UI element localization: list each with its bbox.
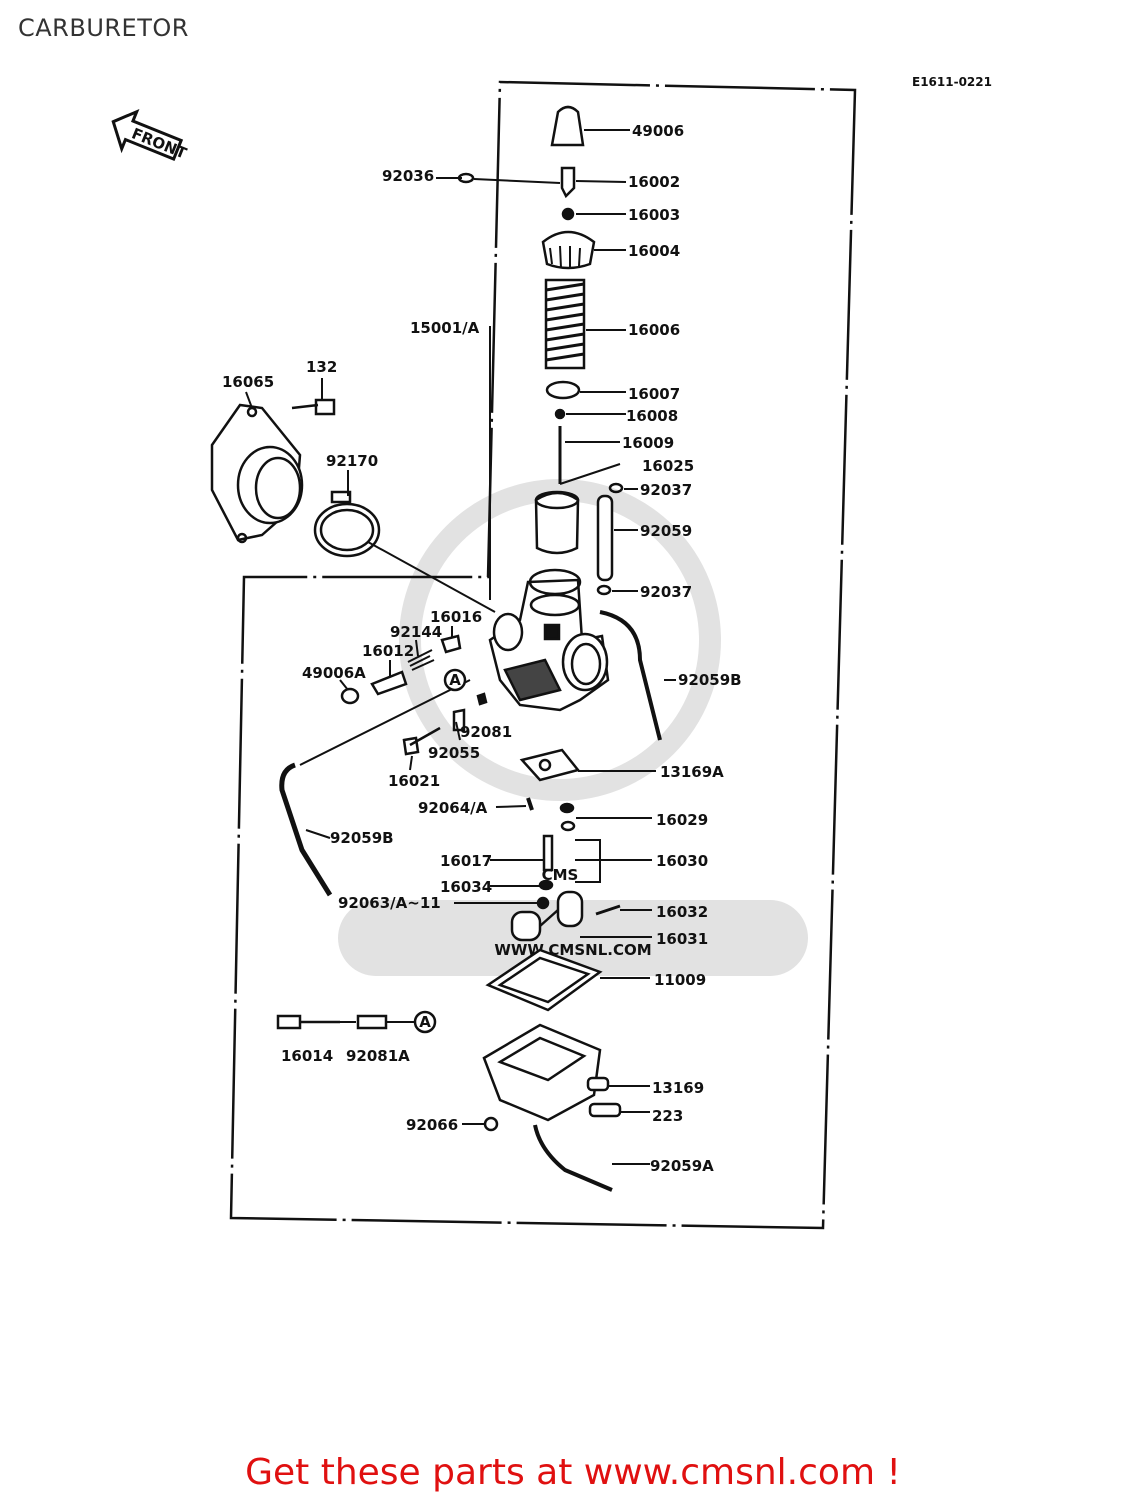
part-92081a-spring — [356, 1014, 388, 1030]
label-16017: 16017 — [440, 852, 492, 870]
leader-lines — [245, 129, 676, 1165]
label-92037-lower: 92037 — [640, 583, 692, 601]
diagram-code: E1611-0221 — [912, 75, 992, 89]
part-float-bowl — [482, 1023, 602, 1122]
part-92037-upper — [608, 482, 624, 494]
callout-labels: 49006 92036 16002 16003 16004 15001/A 16… — [222, 122, 742, 1175]
label-16012: 16012 — [362, 642, 414, 660]
label-49006: 49006 — [632, 122, 684, 140]
part-92081 — [476, 692, 488, 706]
part-11009-gasket — [485, 948, 603, 1012]
part-92055 — [452, 708, 466, 732]
label-16065: 16065 — [222, 373, 274, 391]
label-16031: 16031 — [656, 930, 708, 948]
part-16002 — [560, 166, 576, 199]
label-16034: 16034 — [440, 878, 492, 896]
watermark-url: WWW.CMSNL.COM — [494, 941, 651, 959]
label-16021: 16021 — [388, 772, 440, 790]
part-92064a — [526, 797, 534, 811]
watermark: CMS WWW.CMSNL.COM — [338, 479, 808, 976]
label-92081a: 92081A — [346, 1047, 410, 1065]
part-92144-spring — [407, 649, 435, 671]
label-132: 132 — [306, 358, 337, 376]
part-16030 — [575, 839, 601, 883]
part-16008 — [554, 408, 566, 420]
part-16007-ring — [545, 380, 581, 400]
promo-link[interactable]: Get these parts at www.cmsnl.com ! — [245, 1452, 901, 1493]
label-16007: 16007 — [628, 385, 680, 403]
part-223-screw — [588, 1102, 622, 1118]
label-92064a: 92064/A — [418, 799, 488, 817]
label-16029: 16029 — [656, 811, 708, 829]
label-16006: 16006 — [628, 321, 680, 339]
part-92059-tube — [596, 494, 614, 582]
part-132-bolt — [291, 398, 336, 416]
ref-a-circle-upper — [443, 668, 467, 692]
label-16032: 16032 — [656, 903, 708, 921]
part-92059a-drain-hose — [533, 1124, 613, 1192]
label-16002: 16002 — [628, 173, 680, 191]
page-title: CARBURETOR — [18, 14, 189, 42]
part-16034 — [538, 879, 554, 891]
label-92059: 92059 — [640, 522, 692, 540]
label-13169a: 13169A — [660, 763, 724, 781]
part-92059b-left-hose — [279, 762, 333, 897]
part-16014-screw — [276, 1014, 340, 1030]
part-92170-clamp — [313, 490, 381, 558]
part-16032-pin — [595, 904, 621, 916]
label-92059b-left: 92059B — [330, 829, 394, 847]
label-223: 223 — [652, 1107, 683, 1125]
label-49006a: 49006A — [302, 664, 366, 682]
part-92063 — [536, 896, 550, 910]
part-16003 — [561, 207, 575, 221]
part-92066 — [483, 1116, 499, 1132]
part-16031-float — [510, 890, 584, 942]
part-49006-cap — [550, 105, 585, 147]
label-92037-upper: 92037 — [640, 481, 692, 499]
label-13169: 13169 — [652, 1079, 704, 1097]
label-92036: 92036 — [382, 167, 434, 185]
label-16025: 16025 — [642, 457, 694, 475]
part-15001-carburetor-body — [488, 568, 610, 712]
carburetor-parts-diagram: CMS WWW.CMSNL.COM E1611-0221 FRONT — [111, 75, 992, 1230]
part-16016 — [440, 634, 462, 654]
assembly-frame — [229, 80, 857, 1230]
label-16008: 16008 — [626, 407, 678, 425]
front-arrow-icon: FRONT — [111, 108, 190, 163]
label-16016: 16016 — [430, 608, 482, 626]
ref-a-label-upper: A — [449, 671, 461, 689]
label-16030: 16030 — [656, 852, 708, 870]
label-16009: 16009 — [622, 434, 674, 452]
part-16017-jet — [542, 834, 554, 872]
label-92066: 92066 — [406, 1116, 458, 1134]
label-92055: 92055 — [428, 744, 480, 762]
label-15001a: 15001/A — [410, 319, 480, 337]
part-16006-spring — [544, 278, 586, 370]
part-16021-screw — [402, 726, 441, 756]
label-92144: 92144 — [390, 623, 442, 641]
ref-a-label-lower: A — [419, 1013, 431, 1031]
part-16029 — [559, 802, 575, 814]
label-16004: 16004 — [628, 242, 680, 260]
part-16065-intake-holder — [210, 403, 304, 544]
label-92059b-upper: 92059B — [678, 671, 742, 689]
label-92063: 92063/A~11 — [338, 894, 441, 912]
part-16012 — [370, 670, 408, 696]
part-49006a-cap — [340, 687, 360, 705]
label-11009: 11009 — [654, 971, 706, 989]
label-92081: 92081 — [460, 723, 512, 741]
ref-a-circle-lower — [413, 1010, 437, 1034]
part-13169 — [586, 1076, 610, 1092]
part-16004-top-cap — [541, 230, 596, 270]
part-92059b-upper-hose — [599, 610, 662, 741]
label-16014: 16014 — [281, 1047, 333, 1065]
label-92170: 92170 — [326, 452, 378, 470]
label-16003: 16003 — [628, 206, 680, 224]
part-92037-lower — [596, 584, 612, 596]
part-16025-slide — [534, 491, 580, 555]
label-92059a: 92059A — [650, 1157, 714, 1175]
